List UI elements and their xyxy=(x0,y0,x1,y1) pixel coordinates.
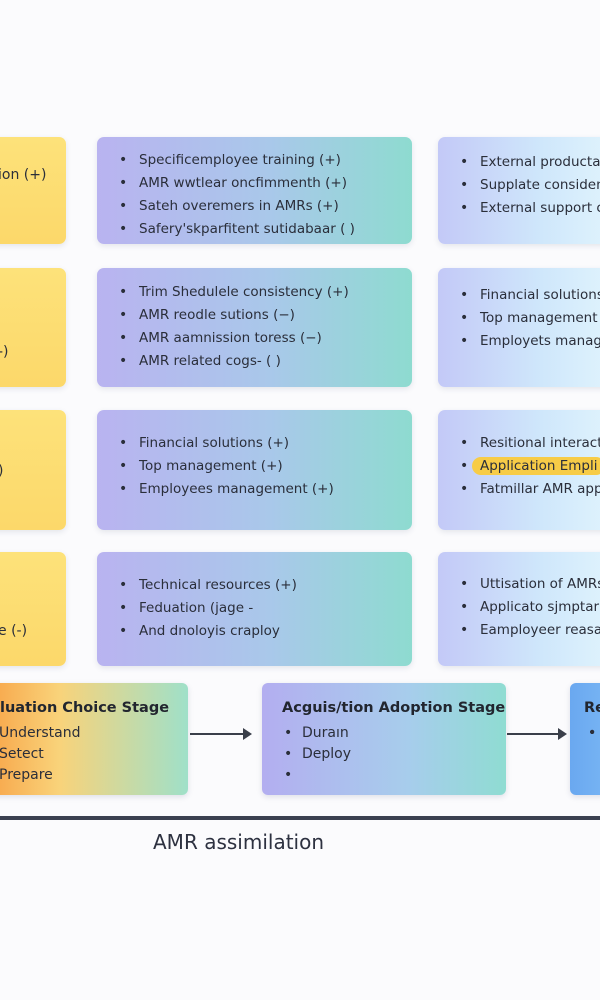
row1-right-card: External productairs Supplate considency… xyxy=(438,137,600,244)
row3-right-item: Fatmillar AMR applica xyxy=(458,478,600,501)
stage2-item: Deploy xyxy=(282,744,351,765)
row3-right-item: Resitional interactio xyxy=(458,432,600,455)
stage1-item: Prepare xyxy=(0,767,53,783)
row2-middle-item: Trim Shedulele consistency (+) xyxy=(117,281,349,304)
row3-left-card: ) xyxy=(0,410,66,530)
row1-right-item: External support con xyxy=(458,197,600,220)
stage1-title: luation Choice Stage xyxy=(0,700,170,716)
footer-label: AMR assimilation xyxy=(153,830,325,854)
row4-left-card: e (-) xyxy=(0,552,66,666)
row3-middle-card: Financial solutions (+) Top management (… xyxy=(97,410,412,530)
row2-middle-item: AMR aamnission toress (−) xyxy=(117,327,349,350)
row1-middle-card: Specificemployee training (+) AMR wwtlea… xyxy=(97,137,412,244)
row1-middle-item: Sateh overemers in AMRs (+) xyxy=(117,195,355,218)
row2-left-text: -) xyxy=(0,344,9,360)
arrow-right-icon xyxy=(507,728,567,740)
row3-middle-item: Financial solutions (+) xyxy=(117,432,334,455)
row1-middle-item: Safery'skparfitent sutidabaar ( ) xyxy=(117,218,355,241)
row2-left-card: -) xyxy=(0,268,66,387)
row2-right-item: Top management n xyxy=(458,307,600,330)
row1-middle-item: AMR wwtlear oncfimmenth (+) xyxy=(117,172,355,195)
row4-middle-item: Technical resources (+) xyxy=(117,574,297,597)
row3-middle-item: Top management (+) xyxy=(117,455,334,478)
row2-right-card: Financial solutions Top management n Emp… xyxy=(438,268,600,387)
row4-right-card: Uttisation of AMRs Applicato sjmptar Eam… xyxy=(438,552,600,666)
row1-left-card: ion (+) xyxy=(0,137,66,244)
row1-right-item: External productairs xyxy=(458,151,600,174)
row3-right-highlight: Application Empli xyxy=(472,457,600,475)
row3-right-item: Application Empli xyxy=(458,455,600,478)
row1-left-text: ion (+) xyxy=(0,167,47,183)
row4-middle-item: And dnoloyis craploy xyxy=(117,620,297,643)
evaluation-choice-stage-box: luation Choice Stage Understand Setect P… xyxy=(0,683,188,795)
stage1-item: Setect xyxy=(0,746,44,762)
row2-middle-item: AMR related cogs- ( ) xyxy=(117,350,349,373)
row3-right-card: Resitional interactio Application Empli … xyxy=(438,410,600,530)
third-stage-box: Re xyxy=(570,683,600,795)
row3-left-text: ) xyxy=(0,463,3,479)
stage1-item: Understand xyxy=(0,725,81,741)
timeline-baseline xyxy=(0,816,600,820)
row2-right-item: Employets manage xyxy=(458,330,600,353)
row2-middle-card: Trim Shedulele consistency (+) AMR reodl… xyxy=(97,268,412,387)
stage3-title: Re xyxy=(584,700,600,716)
row4-right-item: Applicato sjmptar xyxy=(458,596,600,619)
arrow-right-icon xyxy=(190,728,252,740)
acquisition-adoption-stage-box: Acguis/tion Adoption Stage Duraın Deploy xyxy=(262,683,506,795)
row4-right-item: Uttisation of AMRs xyxy=(458,573,600,596)
row1-middle-item: Specificemployee training (+) xyxy=(117,149,355,172)
row4-left-text: e (-) xyxy=(0,623,28,639)
row3-middle-item: Employees management (+) xyxy=(117,478,334,501)
row4-middle-card: Technical resources (+) Feduation (jage … xyxy=(97,552,412,666)
row2-middle-item: AMR reodle sutions (−) xyxy=(117,304,349,327)
row1-right-item: Supplate considency xyxy=(458,174,600,197)
stage2-title: Acguis/tion Adoption Stage xyxy=(282,700,506,716)
row2-right-item: Financial solutions xyxy=(458,284,600,307)
row4-middle-item: Feduation (jage - xyxy=(117,597,297,620)
stage2-item: Duraın xyxy=(282,723,351,744)
row4-right-item: Eamployeer reasagm xyxy=(458,619,600,642)
